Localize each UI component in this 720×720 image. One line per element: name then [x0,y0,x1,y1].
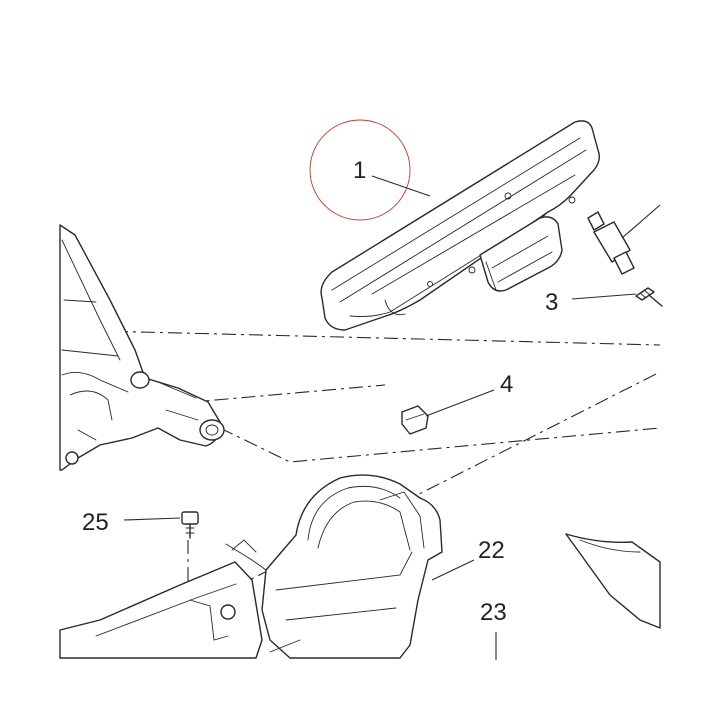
lower-cover [225,474,443,659]
left-bracket [59,224,225,471]
screw-part-3 [635,287,663,307]
instrument-cluster [320,120,601,331]
highlight-circle [309,119,411,221]
lower-left-fairing [59,561,301,659]
bolt-part-25 [181,511,199,539]
callout-labels: 1 3 4 25 22 23 [82,157,558,626]
right-fairing [565,533,661,629]
callout-1: 1 [353,157,366,184]
mounting-stud [587,204,661,275]
grommet-part-4 [401,405,429,435]
callout-4: 4 [500,371,513,398]
callout-leaders [123,175,637,660]
callout-25: 25 [82,509,109,536]
callout-22: 22 [478,537,505,564]
callout-3: 3 [545,289,558,316]
callout-23: 23 [480,599,507,626]
